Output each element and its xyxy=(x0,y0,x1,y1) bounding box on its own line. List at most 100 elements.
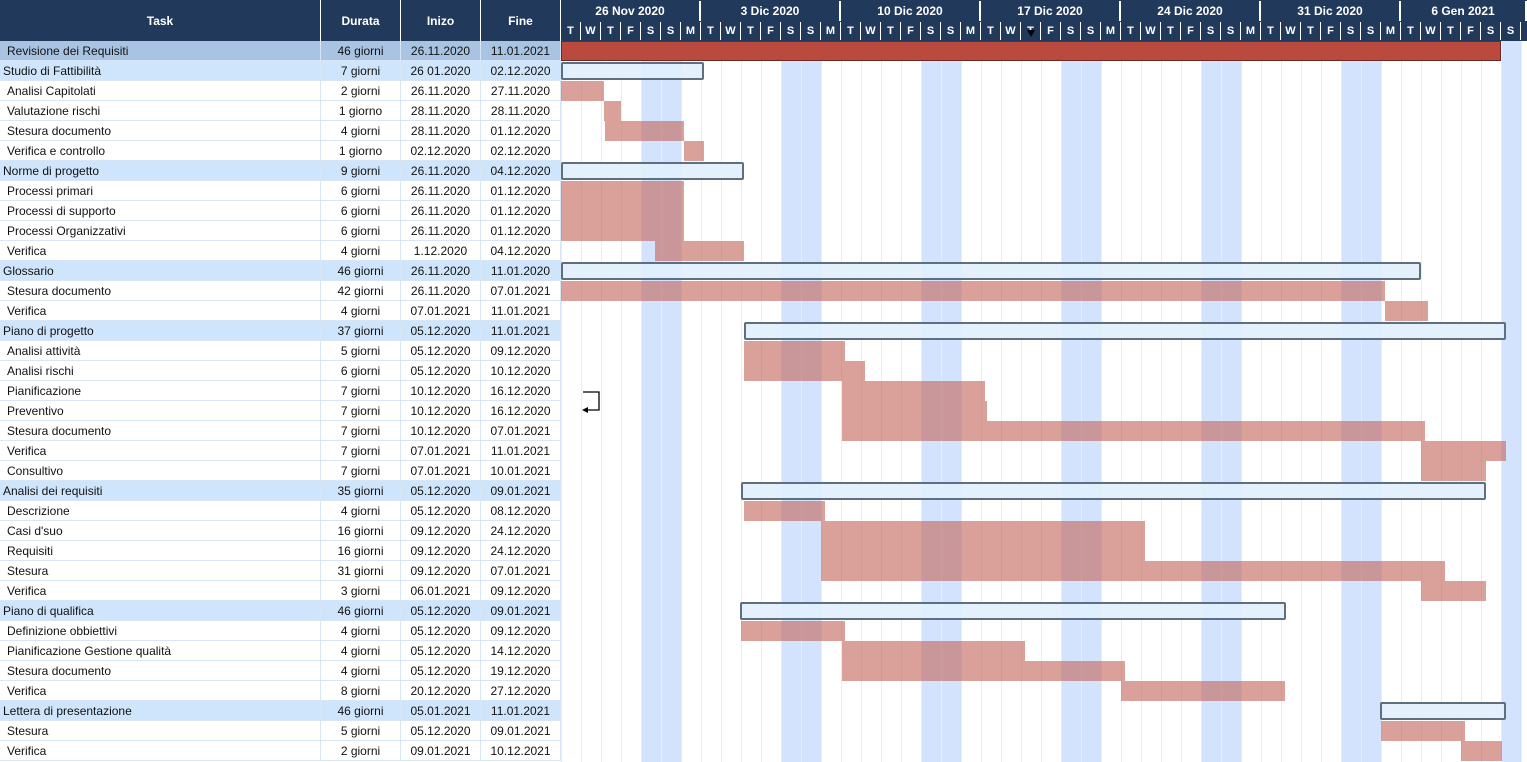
day-gridline xyxy=(1281,41,1282,762)
gantt-task-bar[interactable] xyxy=(1461,741,1502,761)
gantt-task-bar[interactable] xyxy=(744,501,825,521)
task-start: 26.11.2020 xyxy=(401,41,481,60)
task-end: 04.12.2020 xyxy=(481,161,561,180)
gantt-task-bar[interactable] xyxy=(1421,461,1486,481)
gantt-task-bar[interactable] xyxy=(1421,441,1506,461)
gantt-task-bar[interactable] xyxy=(744,361,865,381)
day-gridline xyxy=(1161,41,1162,762)
task-start: 26.11.2020 xyxy=(401,201,481,220)
gantt-task-bar[interactable] xyxy=(655,241,744,261)
day-gridline xyxy=(1421,41,1422,762)
day-letter: T xyxy=(1161,22,1181,40)
day-letter: S xyxy=(941,22,961,40)
day-gridline xyxy=(1141,41,1142,762)
task-start: 05.12.2020 xyxy=(401,601,481,620)
task-duration: 7 giorni xyxy=(321,401,401,420)
gantt-summary-bar[interactable] xyxy=(561,62,704,80)
task-duration: 46 giorni xyxy=(321,601,401,620)
gantt-task-bar[interactable] xyxy=(821,561,1445,581)
week-label: 10 Dic 2020 xyxy=(841,1,981,21)
gantt-task-bar[interactable] xyxy=(842,401,987,421)
day-gridline xyxy=(781,41,782,762)
day-gridline xyxy=(701,41,702,762)
gantt-task-bar[interactable] xyxy=(842,641,1025,661)
day-letter: S xyxy=(641,22,661,40)
gantt-summary-bar[interactable] xyxy=(744,322,1506,340)
day-gridline xyxy=(1341,41,1342,762)
week-label: 3 Dic 2020 xyxy=(701,1,841,21)
gantt-task-bar[interactable] xyxy=(561,181,684,201)
gantt-task-bar[interactable] xyxy=(1381,721,1465,741)
gantt-task-bar[interactable] xyxy=(684,141,704,161)
task-end: 10.12.2021 xyxy=(481,741,561,760)
gantt-task-bar[interactable] xyxy=(1421,581,1486,601)
task-name: Stesura documento xyxy=(0,421,321,440)
gantt-task-bar[interactable] xyxy=(1121,681,1285,701)
gantt-task-bar[interactable] xyxy=(561,281,1385,301)
gantt-summary-bar[interactable] xyxy=(740,602,1286,620)
day-letter: S xyxy=(1201,22,1221,40)
task-end: 02.12.2020 xyxy=(481,61,561,80)
gantt-root-bar[interactable] xyxy=(561,41,1501,61)
task-start: 20.12.2020 xyxy=(401,681,481,700)
day-gridline xyxy=(1501,41,1502,762)
gantt-task-bar[interactable] xyxy=(561,221,684,241)
gantt-summary-bar[interactable] xyxy=(741,482,1486,500)
gantt-summary-bar[interactable] xyxy=(561,262,1421,280)
gantt-task-bar[interactable] xyxy=(842,421,1425,441)
gantt-task-bar[interactable] xyxy=(605,121,684,141)
gantt-task-bar[interactable] xyxy=(604,101,621,121)
gantt-task-bar[interactable] xyxy=(561,201,684,221)
gantt-task-bar[interactable] xyxy=(1385,301,1428,321)
gantt-task-bar[interactable] xyxy=(744,341,845,361)
gantt-task-bar[interactable] xyxy=(741,621,845,641)
day-gridline xyxy=(1241,41,1242,762)
gantt-task-bar[interactable] xyxy=(821,521,1145,541)
day-gridline xyxy=(1041,41,1042,762)
day-letter: T xyxy=(741,22,761,40)
day-letter: M xyxy=(821,22,841,40)
gantt-task-bar[interactable] xyxy=(842,381,985,401)
gantt-summary-bar[interactable] xyxy=(1380,702,1506,720)
gantt-task-bar[interactable] xyxy=(821,541,1145,561)
gantt-summary-bar[interactable] xyxy=(561,162,744,180)
gantt-task-bar[interactable] xyxy=(842,661,1125,681)
gantt-task-bar[interactable] xyxy=(561,81,604,101)
